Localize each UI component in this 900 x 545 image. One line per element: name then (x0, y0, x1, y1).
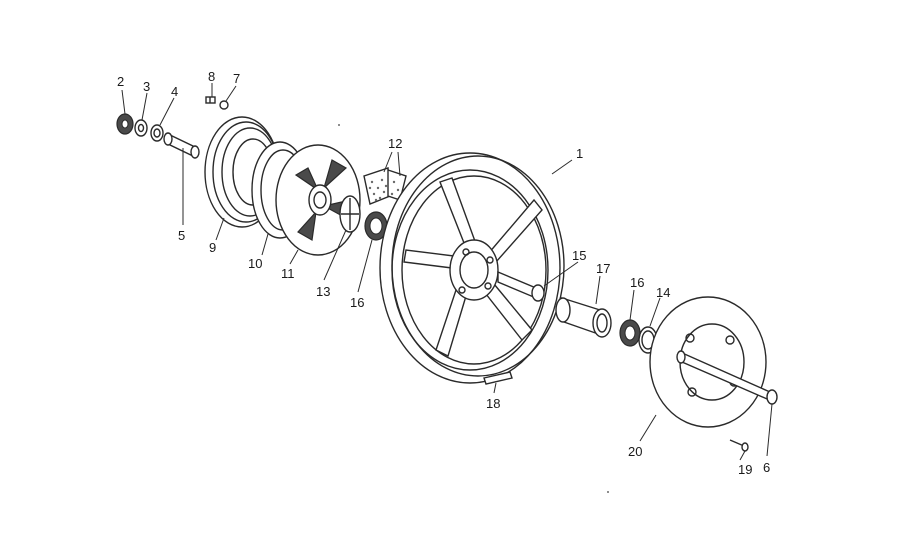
part-spacer-4 (150, 124, 164, 142)
part-disc-13 (339, 195, 361, 233)
part-washer-3 (134, 119, 148, 137)
callout-8: 8 (208, 69, 215, 84)
part-axle-6 (676, 350, 778, 405)
callout-3: 3 (143, 79, 150, 94)
part-wheel-1 (379, 152, 565, 384)
callout-18: 18 (486, 396, 500, 411)
scan-speck (607, 491, 609, 493)
callout-2: 2 (117, 74, 124, 89)
callout-16-right: 16 (630, 275, 644, 290)
part-drive-plate-11 (275, 144, 361, 256)
callout-17: 17 (596, 261, 610, 276)
part-clip-18 (483, 371, 513, 385)
callout-14: 14 (656, 285, 670, 300)
part-bolt-8 (205, 96, 216, 104)
callout-7: 7 (233, 71, 240, 86)
part-sleeve-5 (163, 132, 200, 159)
callout-1: 1 (576, 146, 583, 161)
callout-labels: 1 2 3 4 5 6 7 8 9 10 11 12 13 14 15 16 1… (117, 69, 770, 477)
callout-19: 19 (738, 462, 752, 477)
part-brake-disc-20 (649, 296, 767, 428)
callout-16-left: 16 (350, 295, 364, 310)
part-screw-19 (729, 439, 749, 452)
callout-15: 15 (572, 248, 586, 263)
part-nut-2 (116, 113, 134, 135)
scan-speck (338, 124, 340, 126)
callout-12: 12 (388, 136, 402, 151)
part-housing-17 (555, 297, 612, 338)
callout-9: 9 (209, 240, 216, 255)
callout-6: 6 (763, 460, 770, 475)
callout-10: 10 (248, 256, 262, 271)
callout-4: 4 (171, 84, 178, 99)
part-bearing-16-right (619, 319, 641, 347)
callout-5: 5 (178, 228, 185, 243)
callout-11: 11 (281, 266, 295, 281)
callout-13: 13 (316, 284, 330, 299)
leader-lines (121, 83, 773, 461)
part-washer-7 (219, 100, 229, 110)
part-bearing-16-left (364, 211, 388, 241)
callout-20: 20 (628, 444, 642, 459)
